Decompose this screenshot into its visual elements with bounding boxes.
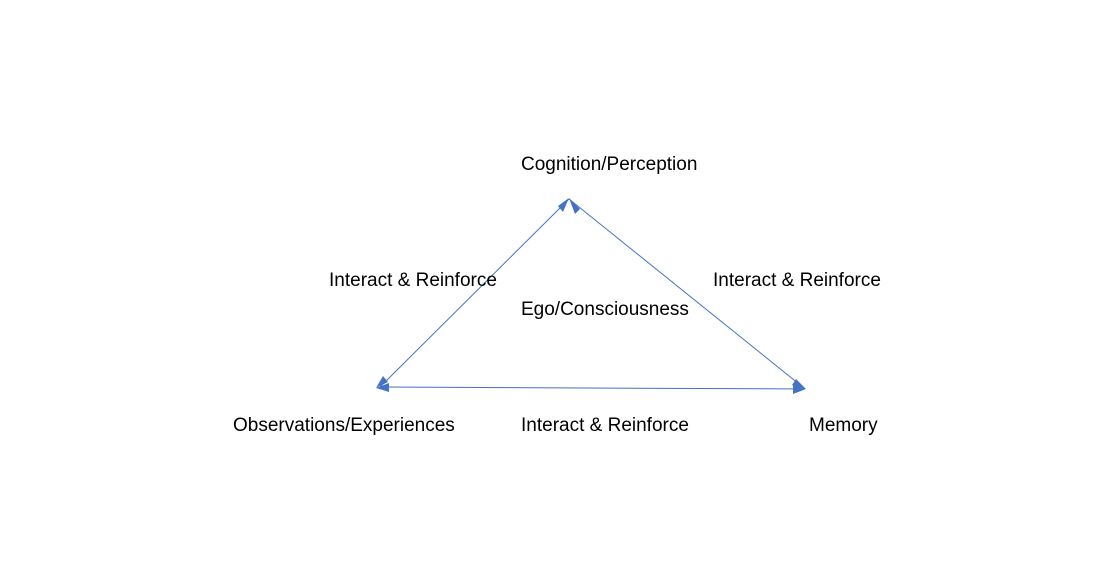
edge-label-right: Interact & Reinforce xyxy=(713,270,881,291)
arrows-group xyxy=(376,198,806,394)
node-observations-experiences: Observations/Experiences xyxy=(233,415,455,436)
node-cognition-perception: Cognition/Perception xyxy=(521,154,698,175)
edge-observations-memory xyxy=(379,386,805,390)
edge-label-left: Interact & Reinforce xyxy=(329,270,497,291)
arrowhead-right-bottom xyxy=(793,385,806,394)
center-ego-consciousness: Ego/Consciousness xyxy=(521,299,689,320)
arrowhead-left-bottom xyxy=(376,383,389,392)
edge-cognition-observations xyxy=(379,198,570,388)
arrowhead-left-up xyxy=(376,376,388,388)
arrowhead-top-right xyxy=(569,198,580,214)
arrowhead-top-left xyxy=(558,198,569,212)
node-memory: Memory xyxy=(809,415,878,436)
arrowhead-right-up xyxy=(792,379,806,389)
edge-cognition-memory xyxy=(568,198,805,389)
edge-label-bottom: Interact & Reinforce xyxy=(521,415,689,436)
